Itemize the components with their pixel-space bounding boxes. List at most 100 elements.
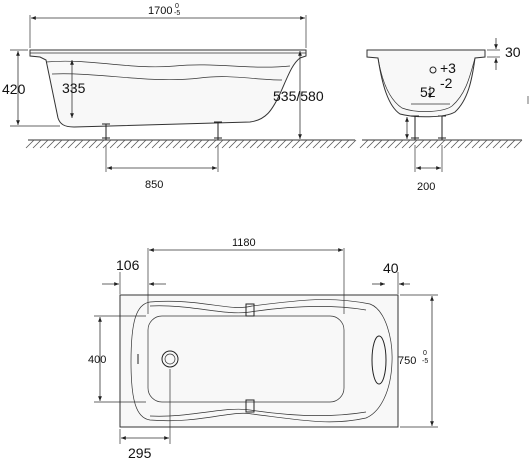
- hatch-line: [165, 139, 175, 149]
- hatch-line: [277, 139, 287, 149]
- hatch-line: [172, 139, 182, 149]
- hatch-line: [340, 139, 350, 149]
- hatch-line: [380, 139, 390, 149]
- dim-height-label: 420: [2, 81, 26, 97]
- hatch-line: [242, 139, 252, 149]
- hatch-line: [39, 139, 49, 149]
- leg-right-end: [438, 115, 446, 140]
- dim-length-label: 1700: [148, 5, 172, 17]
- tub-inner-top: [130, 299, 393, 423]
- tub-body-end: [366, 49, 486, 118]
- hatch-line: [144, 139, 154, 149]
- hatch-line: [387, 139, 397, 149]
- side-view: 1700 0 -5 420 335 535/580 850: [2, 3, 357, 191]
- hatch-line: [408, 139, 418, 149]
- hatch-line: [151, 139, 161, 149]
- hatch-line: [109, 139, 119, 149]
- hatch-line: [513, 139, 523, 149]
- hatch-line: [333, 139, 343, 149]
- hatch-line: [422, 139, 432, 149]
- dim-leg-spacing-end-label: 200: [417, 181, 435, 193]
- dim-width-tol-lower: -5: [422, 358, 428, 365]
- overflow-icon: [429, 66, 437, 74]
- hatch-line: [450, 139, 460, 149]
- hatch-line: [186, 139, 196, 149]
- hatch-line: [123, 139, 133, 149]
- hatch-line: [415, 139, 425, 149]
- leg-left-side: [102, 123, 110, 140]
- hatch-line: [284, 139, 294, 149]
- hatch-line: [443, 139, 453, 149]
- hatch-line: [235, 139, 245, 149]
- hatch-line: [319, 139, 329, 149]
- hatch-line: [116, 139, 126, 149]
- dim-drain-tol-upper: +3: [440, 60, 456, 76]
- tub-inner-end: [377, 57, 476, 112]
- hatch-line: [158, 139, 168, 149]
- hatch-line: [25, 139, 35, 149]
- hatch-line: [46, 139, 56, 149]
- hatch-line: [81, 139, 91, 149]
- hatch-line: [60, 139, 70, 149]
- hatch-line: [436, 139, 446, 149]
- dim-rim-thickness-label: 30: [505, 44, 521, 60]
- drain-icon-inner: [164, 353, 176, 365]
- hatch-line: [249, 139, 259, 149]
- hatch-line: [88, 139, 98, 149]
- hatch-line: [359, 139, 369, 149]
- dim-inner-length-label: 1180: [232, 237, 256, 249]
- floor-hatching-end: [359, 139, 523, 149]
- hatch-line: [298, 139, 308, 149]
- dim-drain-offset-label: 295: [128, 445, 152, 460]
- hatch-line: [221, 139, 231, 149]
- hatch-line: [492, 139, 502, 149]
- dim-drain-tol-lower: -2: [440, 75, 453, 91]
- hatch-line: [200, 139, 210, 149]
- hatch-line: [401, 139, 411, 149]
- headrest-icon: [371, 335, 387, 385]
- hatch-line: [228, 139, 238, 149]
- hatch-line: [179, 139, 189, 149]
- hatch-line: [137, 139, 147, 149]
- hatch-line: [130, 139, 140, 149]
- hatch-line: [326, 139, 336, 149]
- hatch-line: [471, 139, 481, 149]
- leg-left-end: [411, 115, 419, 140]
- hatch-line: [214, 139, 224, 149]
- hatch-line: [347, 139, 357, 149]
- dim-left-offset-label: 106: [116, 257, 140, 273]
- end-view: 30 +3 -2 52 200: [359, 38, 529, 193]
- hatch-line: [95, 139, 105, 149]
- dim-width-tol-upper: 0: [423, 350, 427, 357]
- hatch-line: [67, 139, 77, 149]
- hatch-line: [506, 139, 516, 149]
- hatch-line: [32, 139, 42, 149]
- dim-length-tol-lower: -5: [174, 10, 180, 17]
- hatch-line: [464, 139, 474, 149]
- hatch-line: [499, 139, 509, 149]
- hatch-line: [366, 139, 376, 149]
- hatch-line: [485, 139, 495, 149]
- tub-inner-wave-side-2: [51, 73, 283, 81]
- hatch-line: [193, 139, 203, 149]
- dim-right-offset-label: 40: [383, 260, 399, 276]
- hatch-line: [53, 139, 63, 149]
- dim-rim-height-label: 535/580: [273, 88, 324, 104]
- hatch-line: [312, 139, 322, 149]
- hatch-line: [270, 139, 280, 149]
- top-view: 1180 106 40 750 0 -5 400 295: [88, 237, 438, 460]
- dim-leg-spacing-label: 850: [145, 179, 163, 191]
- drain-icon: [161, 350, 179, 368]
- dim-length-tol-upper: 0: [175, 3, 179, 10]
- tub-inner-wave-top-2: [149, 408, 367, 417]
- hatch-line: [457, 139, 467, 149]
- dim-width-label: 750: [398, 355, 416, 367]
- tub-inner-wave-side: [45, 60, 291, 68]
- leg-right-side: [214, 121, 222, 140]
- dim-inner-width-label: 400: [88, 354, 106, 366]
- hatch-line: [478, 139, 488, 149]
- handle-top-upper: [245, 303, 255, 317]
- tub-inner-wave-top: [149, 305, 367, 314]
- hatch-line: [394, 139, 404, 149]
- hatch-line: [291, 139, 301, 149]
